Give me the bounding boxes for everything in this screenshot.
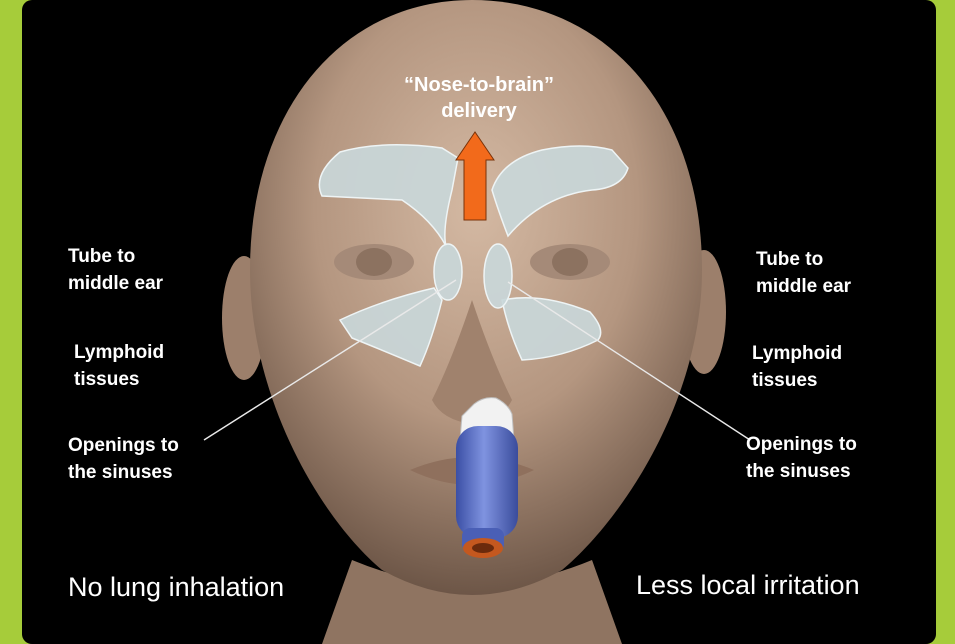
nasal-spray-device-icon xyxy=(456,398,518,558)
top-label-line1: “Nose-to-brain” xyxy=(22,72,936,98)
diagram-panel: “Nose-to-brain” delivery Tube to middle … xyxy=(22,0,936,644)
top-label-line2: delivery xyxy=(22,98,936,124)
nose-to-brain-label: “Nose-to-brain” delivery xyxy=(22,72,936,124)
right-lymphoid-label: Lymphoid tissues xyxy=(752,340,842,394)
left-tube-label: Tube to middle ear xyxy=(68,243,163,297)
right-tube-label: Tube to middle ear xyxy=(756,246,851,300)
right-openings-label: Openings to the sinuses xyxy=(746,431,857,485)
left-lymphoid-label: Lymphoid tissues xyxy=(74,339,164,393)
less-local-irritation-caption: Less local irritation xyxy=(636,570,860,601)
no-lung-inhalation-caption: No lung inhalation xyxy=(68,572,284,603)
left-openings-label: Openings to the sinuses xyxy=(68,432,179,486)
